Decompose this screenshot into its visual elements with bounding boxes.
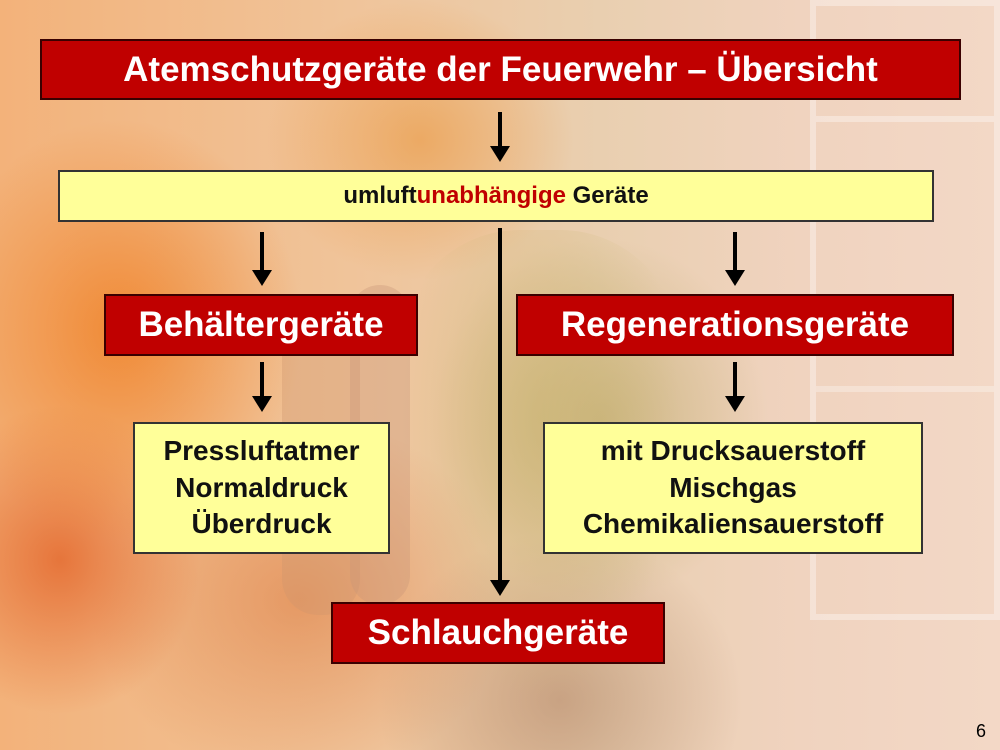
- branch-schlauchgeraete: Schlauchgeräte: [331, 602, 665, 664]
- branch-behaeltergeraete: Behältergeräte: [104, 294, 418, 356]
- slide-title-text: Atemschutzgeräte der Feuerwehr – Übersic…: [123, 49, 878, 89]
- category-umluftunabhaengig: umluftunabhängige Geräte: [58, 170, 934, 222]
- category-text-highlight: unabhängige: [416, 182, 566, 209]
- list-item: Pressluftatmer: [163, 435, 360, 467]
- branch-regenerationsgeraete-title: Regenerationsgeräte: [560, 305, 910, 344]
- arrow-umluft-to-behaelter: [252, 232, 272, 286]
- behaeltergeraete-list: Pressluftatmer Normaldruck Überdruck: [133, 422, 390, 554]
- category-text-part1: umluft: [343, 182, 417, 209]
- arrow-regeneration-to-list: [725, 362, 745, 412]
- list-item: Chemikaliensauerstoff: [582, 508, 884, 540]
- page-number: 6: [975, 721, 986, 741]
- arrow-umluft-to-schlauch: [490, 228, 510, 596]
- arrow-umluft-to-regeneration: [725, 232, 745, 286]
- list-item: Normaldruck: [175, 471, 348, 503]
- list-item: Überdruck: [191, 508, 332, 540]
- slide-title: Atemschutzgeräte der Feuerwehr – Übersic…: [40, 39, 961, 100]
- branch-behaeltergeraete-title: Behältergeräte: [138, 305, 384, 344]
- arrow-title-to-umluft: [490, 112, 510, 162]
- arrow-behaelter-to-list: [252, 362, 272, 412]
- category-text-part3: Geräte: [565, 182, 649, 209]
- branch-schlauchgeraete-title: Schlauchgeräte: [367, 613, 629, 652]
- branch-regenerationsgeraete: Regenerationsgeräte: [516, 294, 954, 356]
- regenerationsgeraete-list: mit Drucksauerstoff Mischgas Chemikalien…: [543, 422, 923, 554]
- list-item: Mischgas: [669, 471, 797, 503]
- list-item: mit Drucksauerstoff: [600, 435, 866, 467]
